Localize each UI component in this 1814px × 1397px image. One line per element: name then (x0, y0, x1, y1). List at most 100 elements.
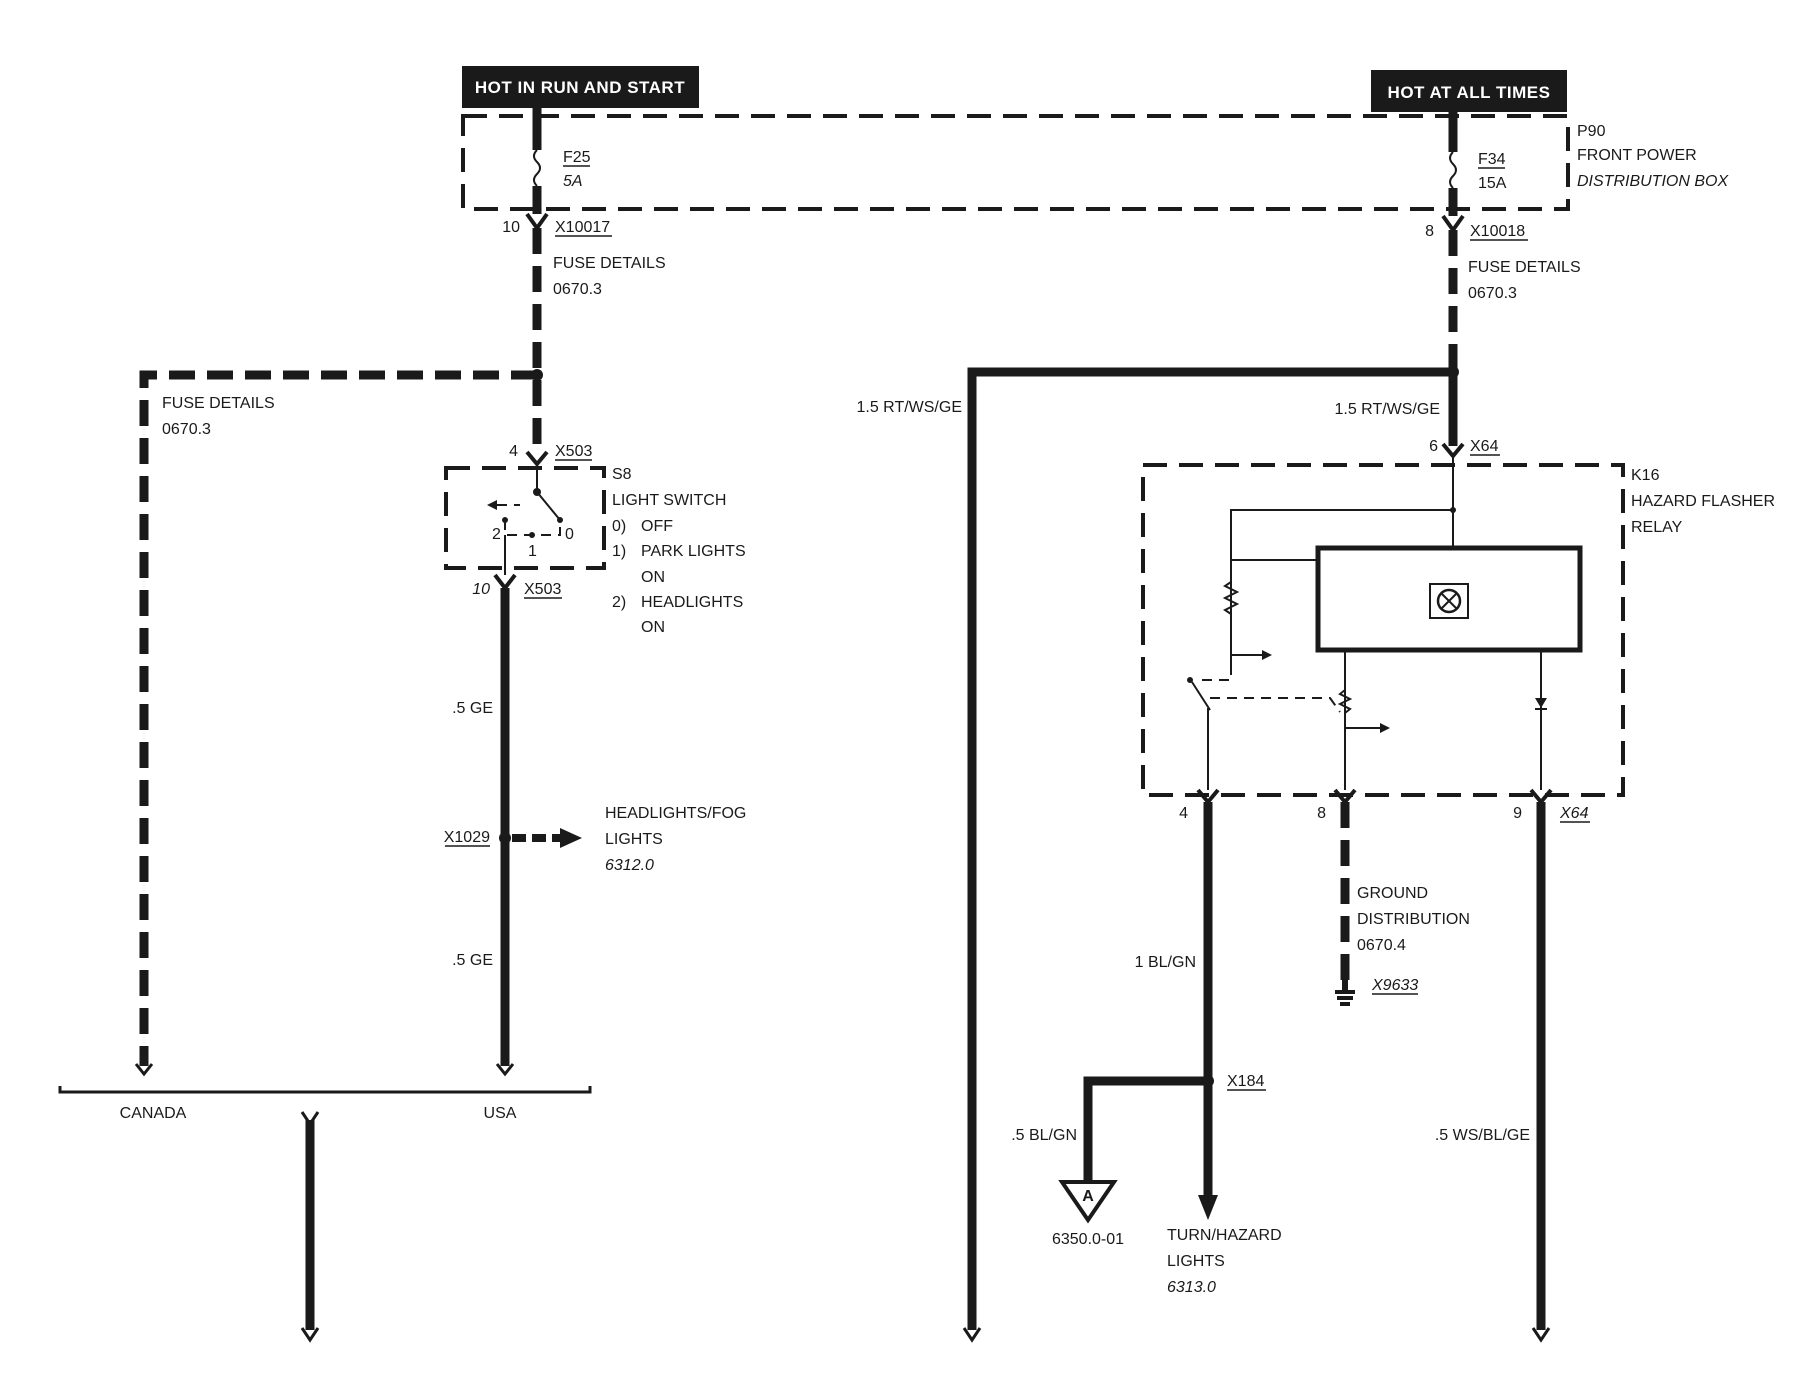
power-box-name-line1: FRONT POWER (1577, 147, 1697, 164)
switch-state-0-text: OFF (641, 518, 673, 535)
offpage-connector-a-page: 6350.0-01 (1052, 1231, 1124, 1248)
fuse-f25-name: F25 (563, 149, 591, 166)
ws-bl-ge-wire-label: .5 WS/BL/GE (1435, 1127, 1530, 1144)
flasher-indicator-lamp-icon (1436, 588, 1462, 614)
fuse-details-canada-page: 0670.3 (162, 421, 211, 438)
f25-pin-number: 10 (502, 219, 520, 236)
rt-ws-ge-trunk-label: 1.5 RT/WS/GE (856, 399, 962, 416)
relay-feed-label: 1.5 RT/WS/GE (1334, 401, 1440, 418)
switch-contact-0 (557, 517, 563, 523)
fuse-f34-name: F34 (1478, 151, 1506, 168)
power-box-name-line2: DISTRIBUTION BOX (1577, 173, 1729, 190)
turn-hazard-line1: TURN/HAZARD (1167, 1227, 1282, 1244)
power-distribution-box-outline (461, 114, 1570, 211)
switch-mark-2: 2 (492, 526, 501, 543)
fuse-f34-symbol (1449, 151, 1457, 189)
header-hot-at-all-times: HOT AT ALL TIMES (1371, 70, 1567, 112)
ground-icon (1335, 980, 1355, 1006)
relay-contact-link-top (1200, 665, 1232, 681)
switch-contact-2 (502, 517, 508, 523)
connector-x503-out-symbol (493, 573, 517, 592)
turn-hazard-arrow (1198, 1195, 1218, 1220)
fuse-details-left-label: FUSE DETAILS (553, 255, 666, 272)
connector-x10017-symbol (525, 212, 549, 232)
ge-wire-label-upper: .5 GE (452, 700, 493, 717)
hazard-relay-outline (1141, 463, 1625, 797)
flasher-module (1315, 545, 1583, 653)
relay-pin-in: 6 (1429, 438, 1438, 455)
relay-name-line2: RELAY (1631, 519, 1683, 536)
relay-connector-in: X64 (1470, 438, 1499, 455)
bus-usa-label: USA (484, 1105, 517, 1122)
connector-x503-in-symbol (525, 450, 549, 468)
header-hot-in-run-and-start-text: HOT IN RUN AND START (475, 78, 685, 97)
flasher-indicator-cross-icon (1441, 593, 1457, 609)
relay-arrow-head (1262, 650, 1272, 660)
headlights-ref-page: 6312.0 (605, 857, 654, 874)
ge-wire-label-lower: .5 GE (452, 952, 493, 969)
switch-state-0-num: 0) (612, 518, 626, 535)
relay-contact-a (1187, 677, 1193, 683)
switch-state-2-text2: ON (641, 619, 665, 636)
turn-hazard-line2: LIGHTS (1167, 1253, 1225, 1270)
power-box-id: P90 (1577, 123, 1606, 140)
common-wire-end (300, 1327, 320, 1343)
relay-pin4-label: 4 (1179, 805, 1188, 822)
bl-gn-branch-label: .5 BL/GN (1011, 1127, 1077, 1144)
switch-name: LIGHT SWITCH (612, 492, 726, 509)
relay-name-line1: HAZARD FLASHER (1631, 493, 1775, 510)
relay-pin8-arrow (1380, 723, 1390, 733)
rt-ws-ge-trunk-end (962, 1327, 982, 1343)
bl-gn-branch-wire (1083, 1076, 1208, 1182)
flasher-indicator-icon (1429, 583, 1469, 619)
switch-state-1-text2: ON (641, 569, 665, 586)
header-hot-in-run-and-start: HOT IN RUN AND START (462, 66, 699, 108)
fuse-f25-rating: 5A (563, 173, 583, 190)
switch-pin-in: 4 (509, 443, 518, 460)
offpage-connector-a-letter: A (1082, 1188, 1094, 1205)
f34-connector-label: X10018 (1470, 223, 1525, 240)
switch-pin-out: 10 (472, 581, 490, 598)
canada-dashed-wire (139, 370, 537, 1066)
relay-connector-out: X64 (1559, 805, 1589, 822)
option-bus-bracket (58, 1086, 592, 1094)
relay-pin8-label: 8 (1317, 805, 1326, 822)
ws-bl-ge-wire-end (1531, 1327, 1551, 1343)
fuse-details-left-page: 0670.3 (553, 281, 602, 298)
switch-connector-out: X503 (524, 581, 561, 598)
ground-id: X9633 (1371, 977, 1418, 994)
ground-line1: GROUND (1357, 885, 1428, 902)
relay-contact-blade (1191, 681, 1211, 711)
rt-ws-ge-trunk-wire (967, 367, 1453, 1330)
fuse-details-canada-label: FUSE DETAILS (162, 395, 275, 412)
usa-wire-end (495, 1063, 515, 1077)
relay-id: K16 (1631, 467, 1660, 484)
switch-state-2-num: 2) (612, 594, 626, 611)
header-hot-at-all-times-text: HOT AT ALL TIMES (1388, 83, 1551, 102)
switch-mark-0: 0 (565, 526, 574, 543)
fuse-details-right-label: FUSE DETAILS (1468, 259, 1581, 276)
relay-contact-link-mid (1210, 697, 1341, 713)
turn-hazard-page: 6313.0 (1167, 1279, 1216, 1296)
switch-mark-1: 1 (528, 543, 537, 560)
splice-x1029-label: X1029 (444, 829, 490, 846)
switch-contact-1 (529, 532, 535, 538)
connector-x10018-symbol (1441, 214, 1465, 234)
switch-state-1-num: 1) (612, 543, 626, 560)
relay-coil-resistor (1222, 581, 1240, 615)
relay-pin9-diode (1535, 698, 1547, 708)
headlights-ref-line2: LIGHTS (605, 831, 663, 848)
splice-x184-label: X184 (1227, 1073, 1264, 1090)
splice-x1029 (499, 832, 511, 844)
ground-page: 0670.4 (1357, 937, 1406, 954)
headlights-ref-line1: HEADLIGHTS/FOG (605, 805, 746, 822)
switch-blade (536, 491, 561, 521)
offpage-connector-a (1058, 1180, 1118, 1224)
splice-dot-left-top (531, 369, 543, 381)
switch-state-1-text: PARK LIGHTS (641, 543, 746, 560)
fuse-details-right-page: 0670.3 (1468, 285, 1517, 302)
fuse-f25-symbol (533, 149, 541, 187)
relay-pin9-label: 9 (1513, 805, 1522, 822)
